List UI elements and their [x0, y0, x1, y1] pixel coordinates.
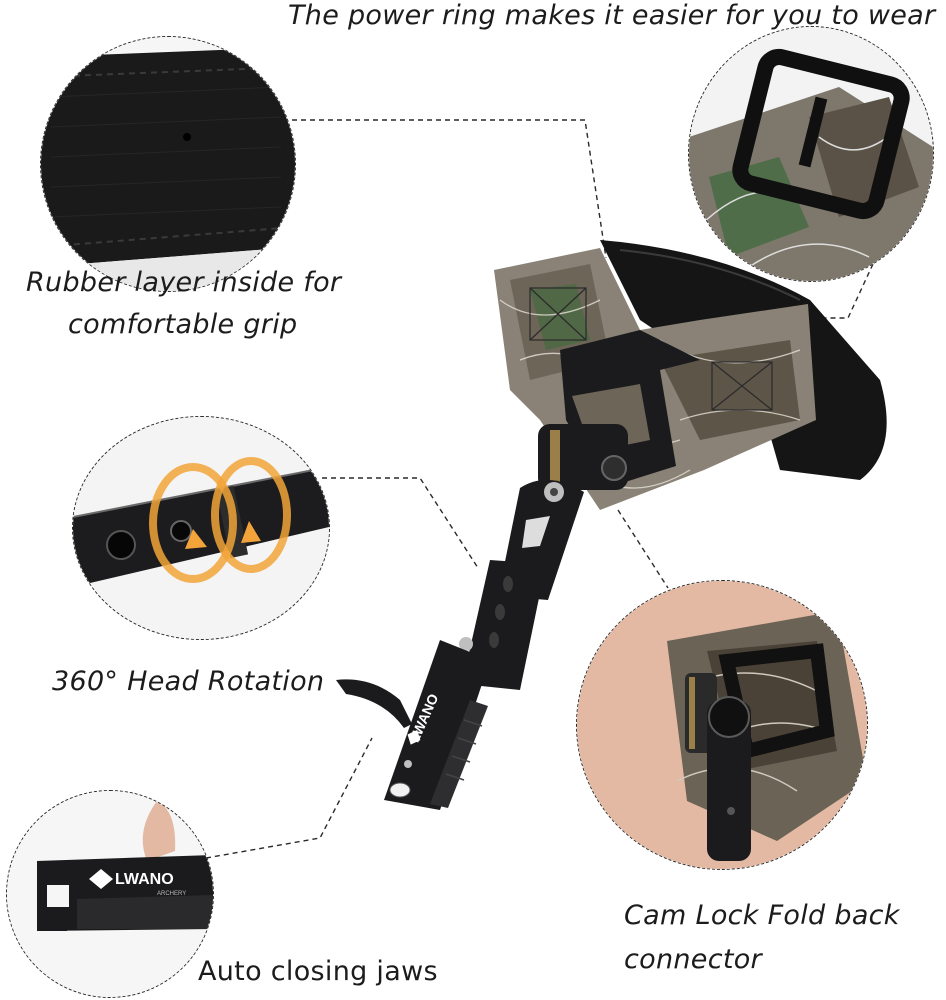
rubber-layer-detail-image — [40, 36, 296, 292]
logo-icon — [89, 869, 113, 889]
head-rotation-caption: 360° Head Rotation — [52, 666, 325, 697]
auto-closing-jaws-detail-image: LWANO ARCHERY — [6, 790, 214, 998]
head-rotation-detail-image — [72, 416, 330, 640]
rubber-caption-line1: Rubber layer inside for — [26, 267, 342, 298]
cam-lock-detail-image — [576, 580, 868, 870]
jaws-logo-text: LWANO — [115, 871, 174, 888]
logo-icon — [407, 730, 421, 745]
cam-caption-line2: connector — [624, 944, 762, 975]
rotation-arrows-icon — [149, 457, 291, 583]
cam-caption-line1: Cam Lock Fold back — [624, 900, 900, 931]
buckle-detail-image — [688, 26, 934, 282]
release-aid-product-image: LWANO — [336, 240, 887, 810]
jaws-logo-subtext: ARCHERY — [157, 891, 186, 897]
cam-lock-caption: Cam Lock Fold back connector — [624, 894, 900, 982]
rubber-caption-line2: comfortable grip — [68, 309, 298, 340]
auto-closing-jaws-caption: Auto closing jaws — [198, 956, 438, 987]
rubber-layer-caption: Rubber layer inside for comfortable grip — [26, 262, 341, 346]
power-ring-caption: The power ring makes it easier for you t… — [288, 0, 936, 31]
